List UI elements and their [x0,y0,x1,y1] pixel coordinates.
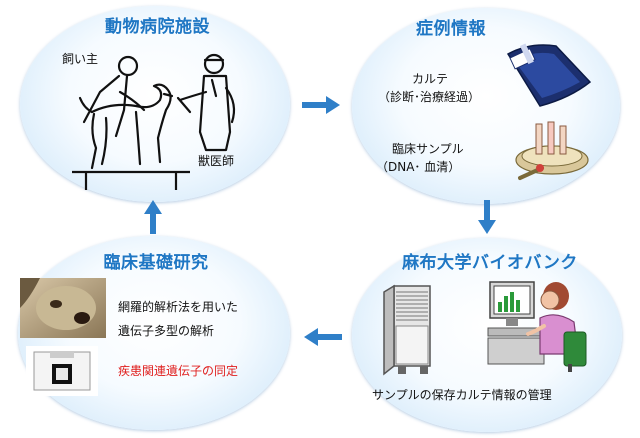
sample-label-2: （DNA･ 血清） [376,160,461,174]
sample-label-1: 臨床サンプル [392,142,464,156]
chart-label-2: （診断･治療経過） [378,90,481,104]
arrow-up [144,200,162,234]
case-info-title: 症例情報 [416,19,486,39]
freezer-icon [383,284,431,376]
dog-icon [78,83,174,170]
arrow-left [304,328,342,346]
biobank-caption: サンプルの保存カルテ情報の管理 [372,388,552,402]
research-text-3: 疾患関連遺伝子の同定 [118,364,239,378]
dog-photo-icon [20,278,106,338]
dna-chip-icon [26,346,98,396]
research-title: 臨床基礎研究 [103,253,209,273]
vet-label: 獣医師 [198,154,235,168]
lab-sample-icon [515,121,589,180]
arrow-down [478,200,496,234]
arrow-right [302,96,340,114]
medical-chart-icon [506,43,592,107]
computer-operator-icon [487,281,587,372]
case-info-node [352,8,620,204]
research-text-2: 遺伝子多型の解析 [118,324,215,338]
owner-icon [82,55,146,138]
biobank-title: 麻布大学バイオバンク [402,253,578,273]
research-text-1: 網羅的解析法を用いた [118,300,239,314]
owner-label: 飼い主 [62,52,99,66]
hospital-title: 動物病院施設 [105,17,210,37]
exam-table-icon [72,170,190,190]
chart-label-1: カルテ [412,72,449,86]
veterinarian-icon [176,53,236,152]
hospital-illustration [72,53,236,190]
